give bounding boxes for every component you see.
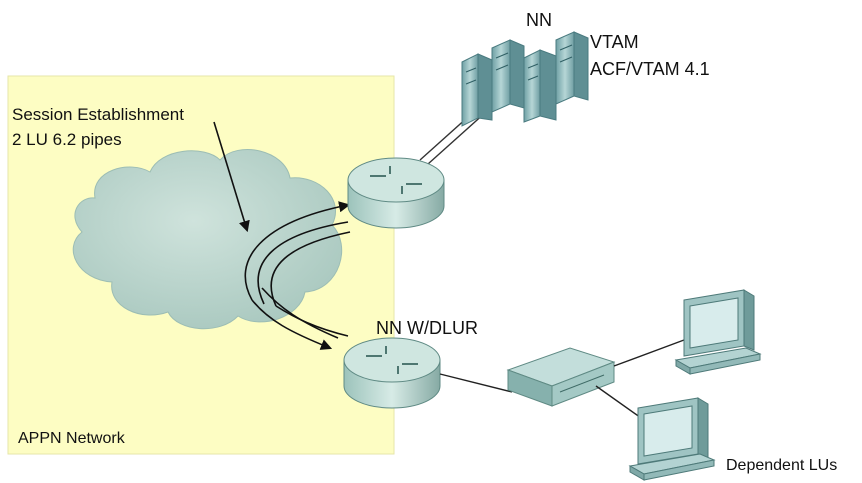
- cluster-controller-icon: [506, 347, 616, 407]
- link-router-controller: [439, 373, 513, 393]
- dependent-lus-label: Dependent LUs: [726, 457, 837, 474]
- appn-network-label: APPN Network: [18, 430, 126, 447]
- network-cloud: [72, 149, 343, 330]
- nn-dlur-label: NN W/DLUR: [376, 318, 478, 338]
- terminal-top-icon: [674, 289, 762, 375]
- nn-top-label: NN: [526, 10, 552, 30]
- lu62-pipes-label: 2 LU 6.2 pipes: [12, 130, 122, 149]
- vtam-label: VTAM: [590, 32, 639, 52]
- lu62-pipes-lower: [251, 287, 349, 350]
- link-controller-terminal-top: [613, 339, 685, 367]
- session-pointer-arrow: [213, 121, 250, 233]
- lu62-pipes-upper: [244, 201, 351, 307]
- terminal-bottom-icon: [628, 397, 716, 481]
- vtam-mainframe-icon: [461, 31, 589, 127]
- link-controller-terminal-bottom: [595, 385, 645, 421]
- router-nn-icon: [347, 157, 445, 229]
- acf-vtam-label: ACF/VTAM 4.1: [590, 59, 710, 79]
- session-establishment-label: Session Establishment: [12, 105, 184, 124]
- router-nn-dlur-icon: [343, 337, 441, 409]
